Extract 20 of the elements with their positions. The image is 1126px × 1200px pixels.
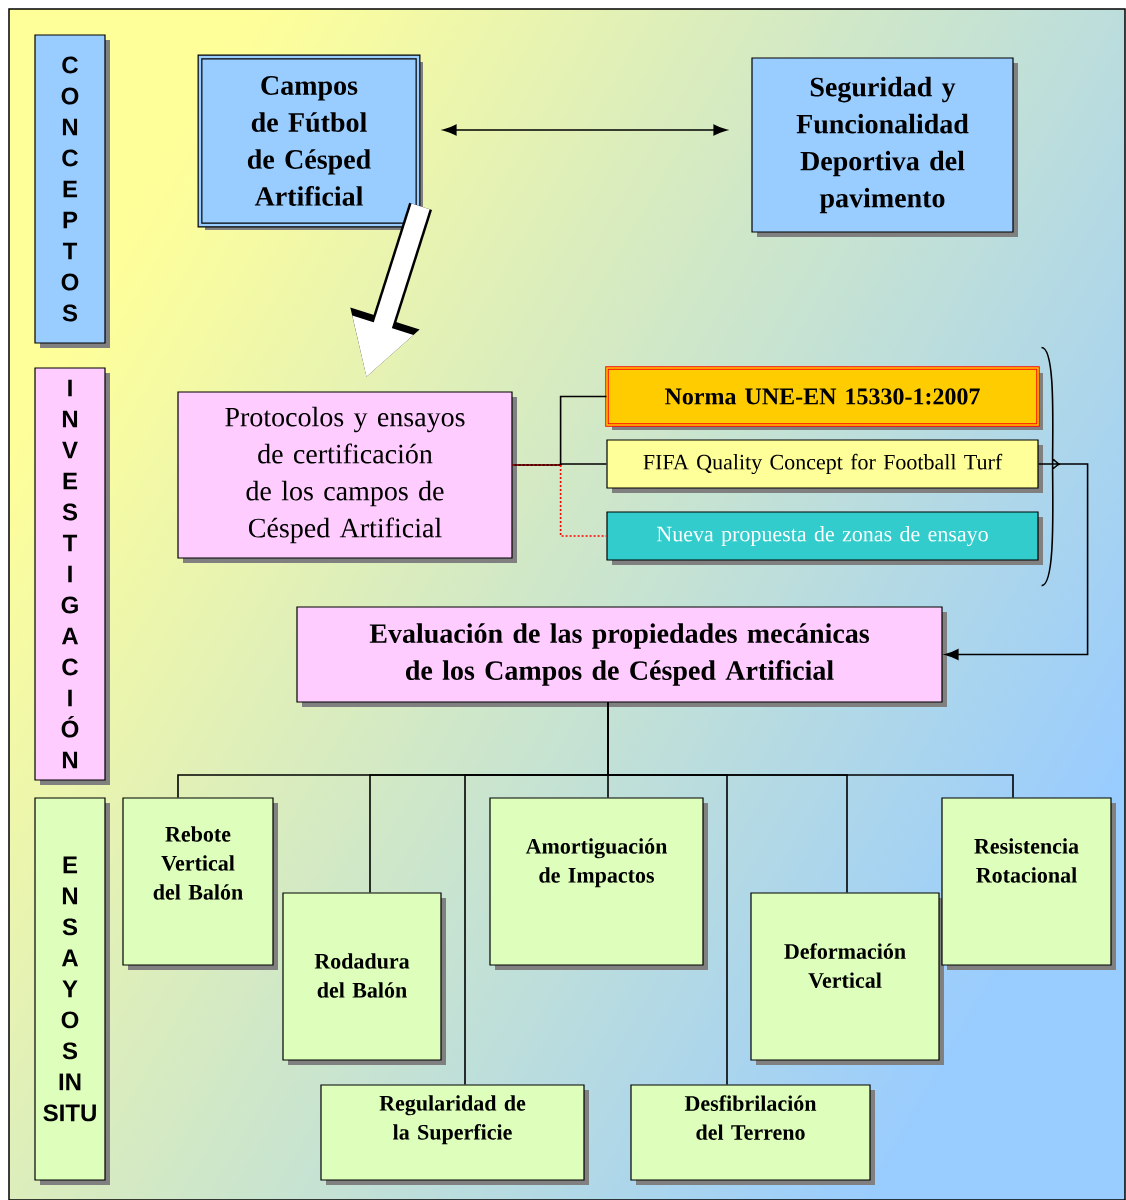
title-box: Seguridad y Funcionalidad Deportiva del pavimento — [751, 57, 1018, 237]
test-box: Rebote Vertical del Balón — [122, 797, 278, 970]
side-band: E N S A Y O S IN SITU — [34, 797, 110, 1185]
side-band: C O N C E P T O S — [34, 34, 110, 348]
arrow — [945, 346, 1089, 660]
standard-box: Norma UNE-EN 15330-1:2007 — [605, 366, 1043, 430]
standard-box: FIFA Quality Concept for Football Turf — [606, 439, 1043, 493]
test-box: Amortiguación de Impactos — [489, 797, 708, 970]
title-box: Campos de Fútbol de Césped Artificial — [197, 54, 423, 230]
arrow — [443, 124, 727, 136]
standard-box: Nueva propuesta de zonas de ensayo — [606, 511, 1043, 565]
test-box: Rodadura del Balón — [282, 892, 446, 1065]
test-box: Desfibrilación del Terreno — [630, 1084, 875, 1185]
text-box: Evaluación de las propiedades mecánicas de los Campos de Césped Artificial — [296, 606, 947, 707]
test-box: Resistencia Rotacional — [941, 797, 1116, 970]
side-band: I N V E S T I G A C I Ó N — [34, 367, 110, 785]
text-box: Protocolos y ensayos de certificación de los campos de Césped Artificial — [177, 391, 517, 563]
test-box: Deformación Vertical — [750, 892, 944, 1065]
test-box: Regularidad de la Superficie — [320, 1084, 589, 1185]
connector-line — [607, 701, 728, 1086]
